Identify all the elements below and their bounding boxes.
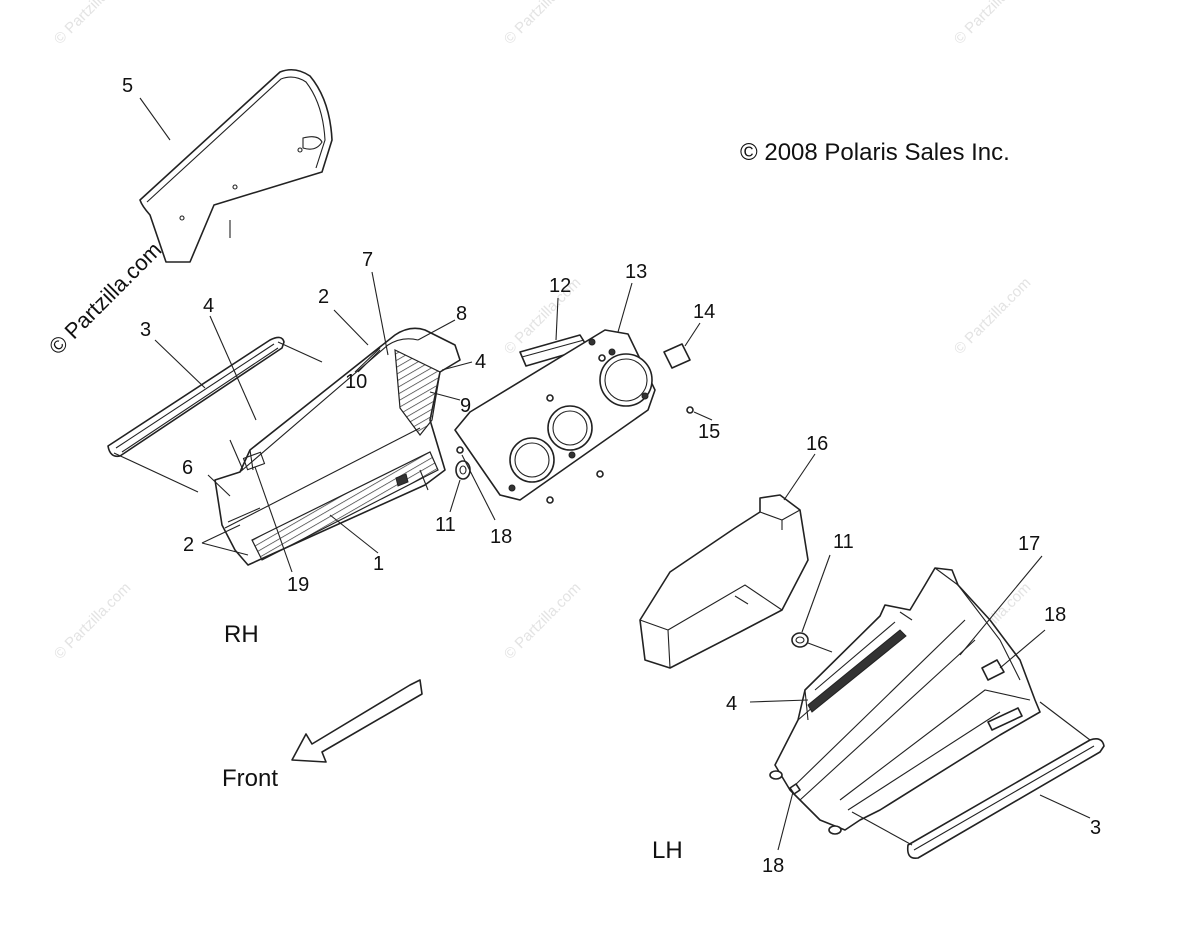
callout-7: 7 <box>362 249 373 271</box>
callout-13: 13 <box>625 261 647 283</box>
callout-5: 5 <box>122 75 133 97</box>
callout-11-rh: 11 <box>435 514 456 536</box>
part-screws <box>546 354 694 504</box>
callout-2-rh-b: 2 <box>183 534 194 556</box>
callout-17: 17 <box>1018 533 1040 555</box>
part-14-label <box>663 343 691 369</box>
callout-18-lh-a: 18 <box>1044 604 1066 626</box>
part-17-lh-housing <box>769 567 1041 835</box>
leader-line <box>139 97 171 141</box>
callout-3-rh: 3 <box>140 319 151 341</box>
callout-1: 1 <box>373 553 384 575</box>
watermark: © Partzilla.com <box>951 0 1034 48</box>
watermark: © Partzilla.com <box>951 274 1034 357</box>
callout-11-lh: 11 <box>833 531 854 553</box>
leader-line <box>801 554 831 633</box>
part-1-rh-housing <box>214 327 461 566</box>
leader-line <box>429 391 461 401</box>
leader-line <box>209 315 257 421</box>
callout-15: 15 <box>698 421 720 443</box>
leader-line <box>851 811 913 846</box>
label-front: Front <box>222 765 278 792</box>
callout-8: 8 <box>456 303 467 325</box>
part-5-cover-panel <box>139 68 333 263</box>
leader-line <box>329 514 379 554</box>
label-rh: RH <box>224 621 259 648</box>
leader-line <box>207 474 231 497</box>
leader-line <box>333 309 369 346</box>
part-3-lh-trim-strip <box>906 738 1105 860</box>
callout-18-lh-b: 18 <box>762 855 784 877</box>
callout-12: 12 <box>549 275 571 297</box>
leader-line <box>441 361 473 371</box>
part-11-lh-grommet <box>791 632 833 653</box>
leader-line <box>959 555 1043 656</box>
watermark: © Partzilla.com <box>501 0 584 48</box>
callout-16: 16 <box>806 433 828 455</box>
leader-line <box>201 542 249 556</box>
leader-line <box>749 699 809 703</box>
callout-4-rh-a: 4 <box>203 295 214 317</box>
callout-14: 14 <box>693 301 715 323</box>
callout-9: 9 <box>460 395 471 417</box>
part-3-rh-trim-strip <box>107 336 285 458</box>
part-13-gauge-panel <box>454 329 656 501</box>
leader-line <box>417 319 456 341</box>
leader-line <box>449 479 461 513</box>
leader-line <box>254 466 293 573</box>
callout-6: 6 <box>182 457 193 479</box>
leader-line <box>555 297 559 341</box>
label-lh: LH <box>652 837 683 864</box>
callout-18-rh: 18 <box>490 526 512 548</box>
leader-line <box>154 339 206 389</box>
part-16-foam-block <box>639 494 809 669</box>
leader-line <box>693 411 713 421</box>
part-11-rh-grommet <box>455 460 471 480</box>
leader-line <box>371 271 389 356</box>
callout-19: 19 <box>287 574 309 596</box>
leader-line <box>1039 701 1091 741</box>
leader-line <box>1039 794 1091 819</box>
leader-line <box>201 524 241 544</box>
callout-3-lh: 3 <box>1090 817 1101 839</box>
leader-line <box>461 454 496 521</box>
leader-line <box>999 629 1046 669</box>
callout-10: 10 <box>345 371 367 393</box>
callout-4-lh: 4 <box>726 693 737 715</box>
front-arrow-icon <box>291 679 423 763</box>
leader-line <box>684 322 701 347</box>
watermark: © Partzilla.com <box>51 0 134 48</box>
leader-line <box>357 349 381 373</box>
leader-line <box>783 453 816 501</box>
part-18-rh-screw <box>456 446 464 454</box>
leader-line <box>777 791 794 851</box>
callout-4-rh-b: 4 <box>475 351 486 373</box>
copyright-text: © 2008 Polaris Sales Inc. <box>740 139 1010 166</box>
leader-line <box>617 282 633 333</box>
leader-line <box>277 341 323 363</box>
callout-2-rh-a: 2 <box>318 286 329 308</box>
watermark-layer: © Partzilla.com © Partzilla.com © Partzi… <box>51 0 1034 663</box>
leader-line <box>113 452 199 493</box>
watermark: © Partzilla.com <box>501 579 584 662</box>
watermark: © Partzilla.com <box>51 579 134 662</box>
watermark-main: © Partzilla.com <box>44 237 167 360</box>
